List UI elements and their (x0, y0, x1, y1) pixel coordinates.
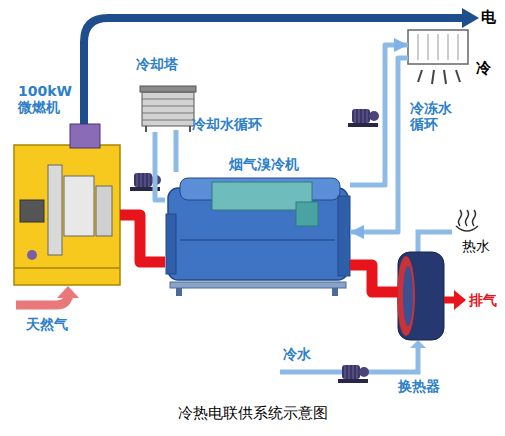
pump (338, 365, 369, 383)
tower-leg (145, 126, 147, 132)
tower-body (142, 92, 194, 126)
cooling-unit (408, 30, 468, 64)
turbine-knob (27, 250, 37, 260)
cold-air-mark (456, 70, 460, 82)
unit-fin (428, 34, 429, 60)
turbine-part (48, 165, 62, 255)
chiller-panel (296, 202, 318, 226)
turbine-generator (70, 124, 100, 148)
input-label: 冷水 (283, 346, 323, 362)
turbine-line (14, 267, 120, 269)
exhaust-pipe (350, 265, 398, 292)
cooling-water-pipe (155, 132, 165, 200)
turbine-motor (20, 200, 44, 222)
output-label: 电 (481, 9, 503, 25)
tower-slat (142, 99, 194, 100)
unit-fin (418, 34, 419, 60)
exchanger-body (398, 252, 444, 340)
cooling-terminal: 冷 (408, 30, 468, 66)
steam-mark (459, 210, 462, 226)
caption: 冷热电联供系统示意图 (0, 404, 505, 423)
chiller-rail (170, 282, 346, 288)
gas-arrowhead (57, 286, 79, 298)
exhaust-pipe (120, 215, 165, 262)
turbine-box: 100kW 微燃机 (14, 145, 120, 285)
chilled-water-pipe (350, 58, 408, 232)
cold-air-mark (432, 70, 434, 84)
steam-mark (466, 210, 469, 226)
cold-air-mark (444, 70, 446, 84)
tower-fan (140, 86, 196, 92)
output-label: 排气 (469, 292, 505, 308)
hot-water-pipe (418, 232, 452, 252)
unit-fin (438, 34, 439, 60)
chiller-seam (180, 239, 335, 241)
input-label: 天然气 (26, 316, 86, 332)
chiller-box: 烟气溴冷机 (165, 172, 350, 288)
cooling-water-pipe (174, 130, 179, 172)
exchanger-face (403, 266, 413, 326)
tower-slat (142, 120, 194, 121)
power-arrowhead (462, 8, 479, 28)
node-label: 冷 (476, 60, 498, 76)
turbine-part (64, 176, 94, 236)
hot-water-bowl (456, 226, 478, 231)
chiller-leg (176, 288, 182, 296)
steam-mark (473, 210, 476, 226)
pump (348, 109, 379, 127)
node-label: 100kW 微燃机 (18, 83, 72, 115)
cold-air-mark (418, 70, 422, 82)
unit-fin (448, 34, 449, 60)
output-label: 热水 (462, 238, 502, 254)
node-label: 烟气溴冷机 (229, 156, 325, 172)
chiller-leg (332, 288, 338, 296)
unit-fin (458, 34, 459, 60)
chiller-flange (338, 196, 350, 276)
edge-label: 冷冻水循环 (410, 100, 454, 132)
cooling-tower: 冷却塔 (140, 86, 196, 132)
tower-slat (142, 113, 194, 114)
node-label: 换热器 (398, 378, 460, 394)
cold-water-arrowhead (410, 340, 426, 348)
heat-exchanger: 换热器 (398, 252, 444, 340)
turbine-part (96, 186, 112, 236)
edge-label: 冷却水循环 (192, 116, 272, 132)
tower-slat (142, 106, 194, 107)
node-label: 冷却塔 (136, 56, 206, 72)
power-line (84, 18, 464, 150)
chiller-flange (166, 214, 176, 274)
tower-leg (189, 126, 191, 132)
exhaust-arrowhead (454, 290, 466, 310)
turbine-housing (14, 145, 120, 285)
exchanger-rim (397, 256, 415, 336)
